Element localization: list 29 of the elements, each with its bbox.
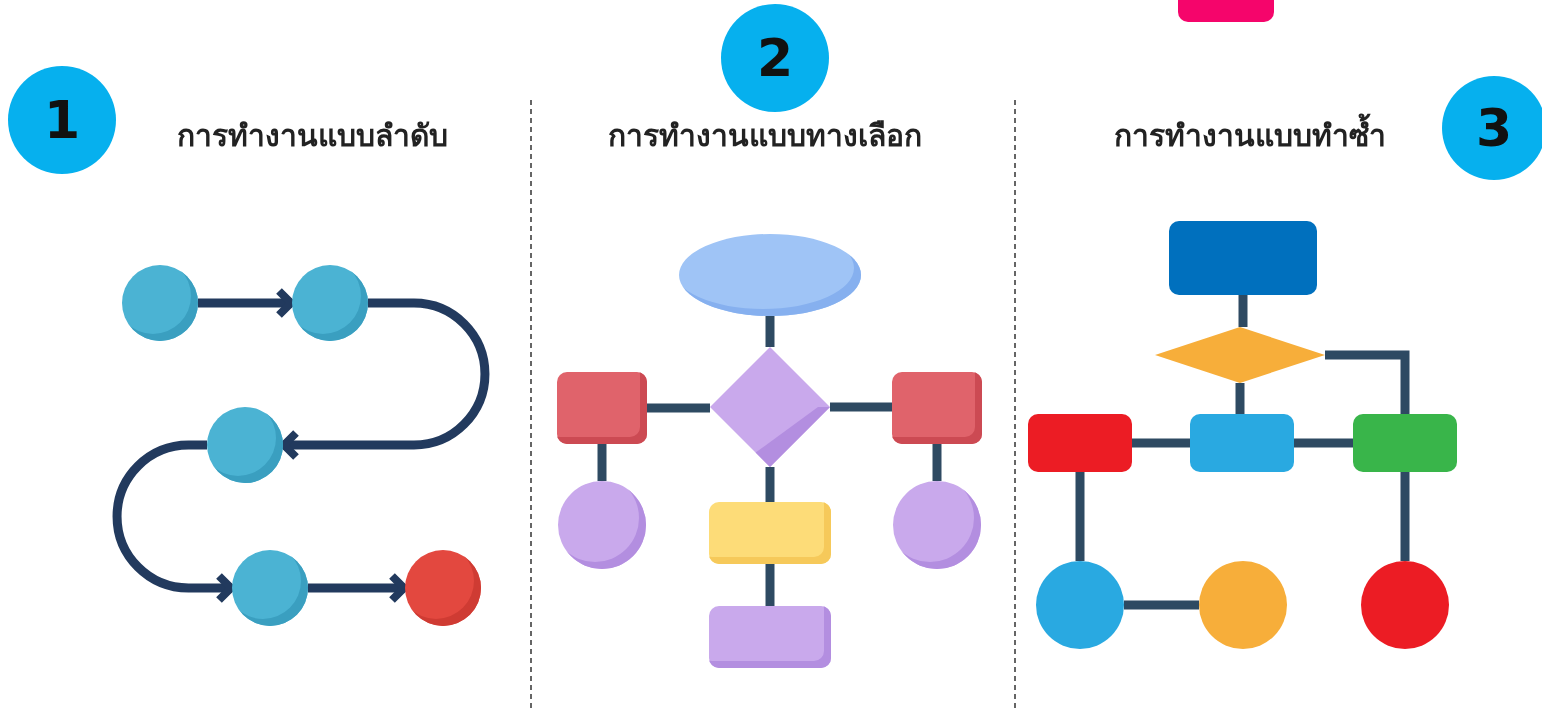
rectangle-node	[1028, 414, 1132, 472]
connector-line	[597, 444, 607, 481]
rectangle-node	[1353, 414, 1457, 472]
rectangle-node	[709, 606, 831, 668]
connector-line	[1124, 600, 1199, 610]
rectangle-node	[709, 502, 831, 564]
rectangle-node	[1169, 221, 1317, 295]
connector-line	[1294, 438, 1353, 448]
number-badge: 1	[8, 66, 116, 174]
rectangle-node	[892, 372, 982, 444]
rectangle-node	[1190, 414, 1294, 472]
connector-line	[1132, 438, 1190, 448]
connector-line	[830, 402, 892, 412]
heading: การทำงานแบบทางเลือก	[608, 117, 922, 155]
number-badge: 2	[721, 4, 829, 112]
connector-line	[1075, 472, 1085, 561]
connector-line	[765, 316, 775, 347]
rectangle-node	[557, 372, 647, 444]
connector-line	[1325, 350, 1410, 414]
connector-line	[932, 444, 942, 481]
connector-line	[1235, 383, 1245, 414]
connector-line	[1238, 295, 1248, 327]
connector-line	[765, 564, 775, 606]
heading: การทำงานแบบทำซ้ำ	[1114, 112, 1386, 159]
connector-line	[765, 467, 775, 502]
connector-line	[1400, 472, 1410, 561]
number-badge: 3	[1442, 76, 1542, 180]
heading: การทำงานแบบลำดับ	[176, 117, 448, 155]
connector-line	[647, 403, 710, 413]
